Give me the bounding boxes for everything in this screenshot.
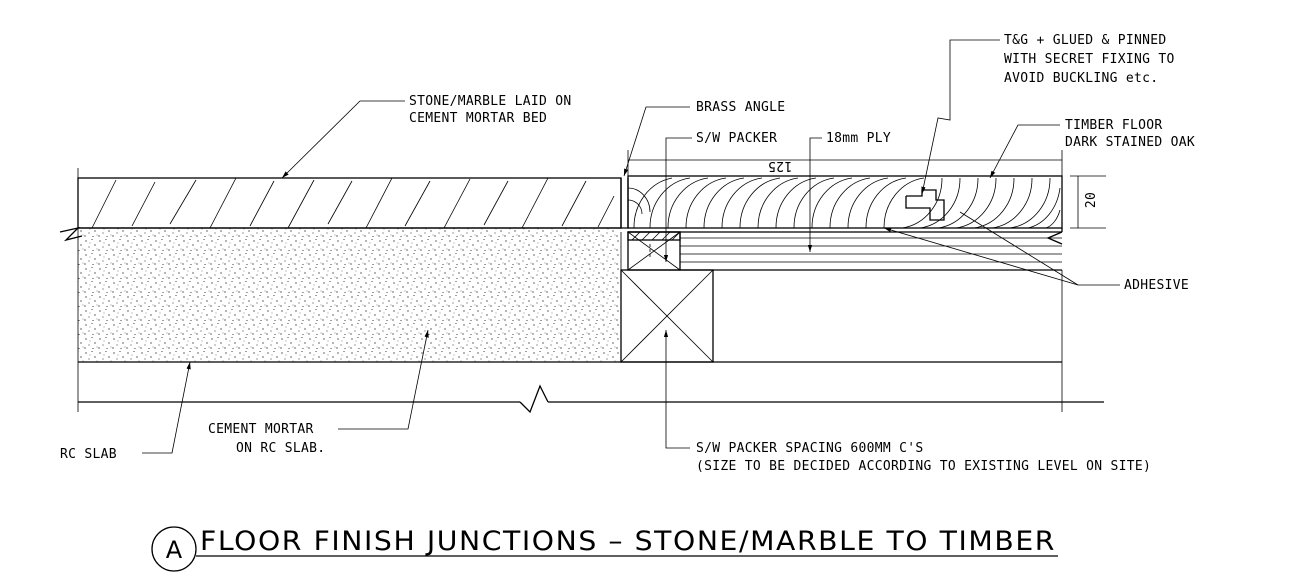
label-timber-line1: TIMBER FLOOR [1065,118,1163,133]
rc-slab [77,228,1104,414]
label-adhesive: ADHESIVE [1124,278,1189,293]
label-sw-packer: S/W PACKER [696,131,777,146]
dimension-20: 20 [1070,175,1106,229]
label-spacing-line2: (SIZE TO BE DECIDED ACCORDING TO EXISTIN… [696,459,1151,474]
drawing-title: FLOOR FINISH JUNCTIONS – STONE/MARBLE TO… [200,526,1056,557]
sw-packer-large [620,232,714,363]
label-brass-angle: BRASS ANGLE [696,100,785,115]
label-timber-line2: DARK STAINED OAK [1065,135,1195,150]
stone-marble-layer [77,177,622,229]
leader-lines [142,39,1120,454]
cement-mortar-bed [78,227,621,362]
detail-ref-circle [151,526,197,572]
label-mortar-line2: ON RC SLAB. [236,441,325,456]
label-stone-line2: CEMENT MORTAR BED [409,111,547,126]
label-spacing-line1: S/W PACKER SPACING 600MM C'S [696,441,924,456]
title-block: A FLOOR FINISH JUNCTIONS – STONE/MARBLE … [151,526,1058,572]
dim-125-text: 125 [768,158,792,173]
plywood-layer [628,231,1063,271]
label-tg-line3: AVOID BUCKLING etc. [1004,71,1158,86]
dim-20-text: 20 [1084,192,1099,208]
annotation-labels: STONE/MARBLE LAID ON CEMENT MORTAR BED B… [60,33,1195,474]
left-break-line [59,226,83,242]
dimension-125: 125 [627,150,1063,176]
label-mortar-line1: CEMENT MORTAR [208,422,314,437]
label-stone-line1: STONE/MARBLE LAID ON [409,94,572,109]
label-tg-line1: T&G + GLUED & PINNED [1004,33,1167,48]
sw-packer-small [627,231,681,271]
label-rc-slab: RC SLAB [60,447,117,462]
detail-ref-letter: A [166,536,183,564]
label-ply: 18mm PLY [826,131,891,146]
timber-floor [627,175,1063,229]
brass-angle [620,178,651,229]
label-tg-line2: WITH SECRET FIXING TO [1004,52,1175,67]
